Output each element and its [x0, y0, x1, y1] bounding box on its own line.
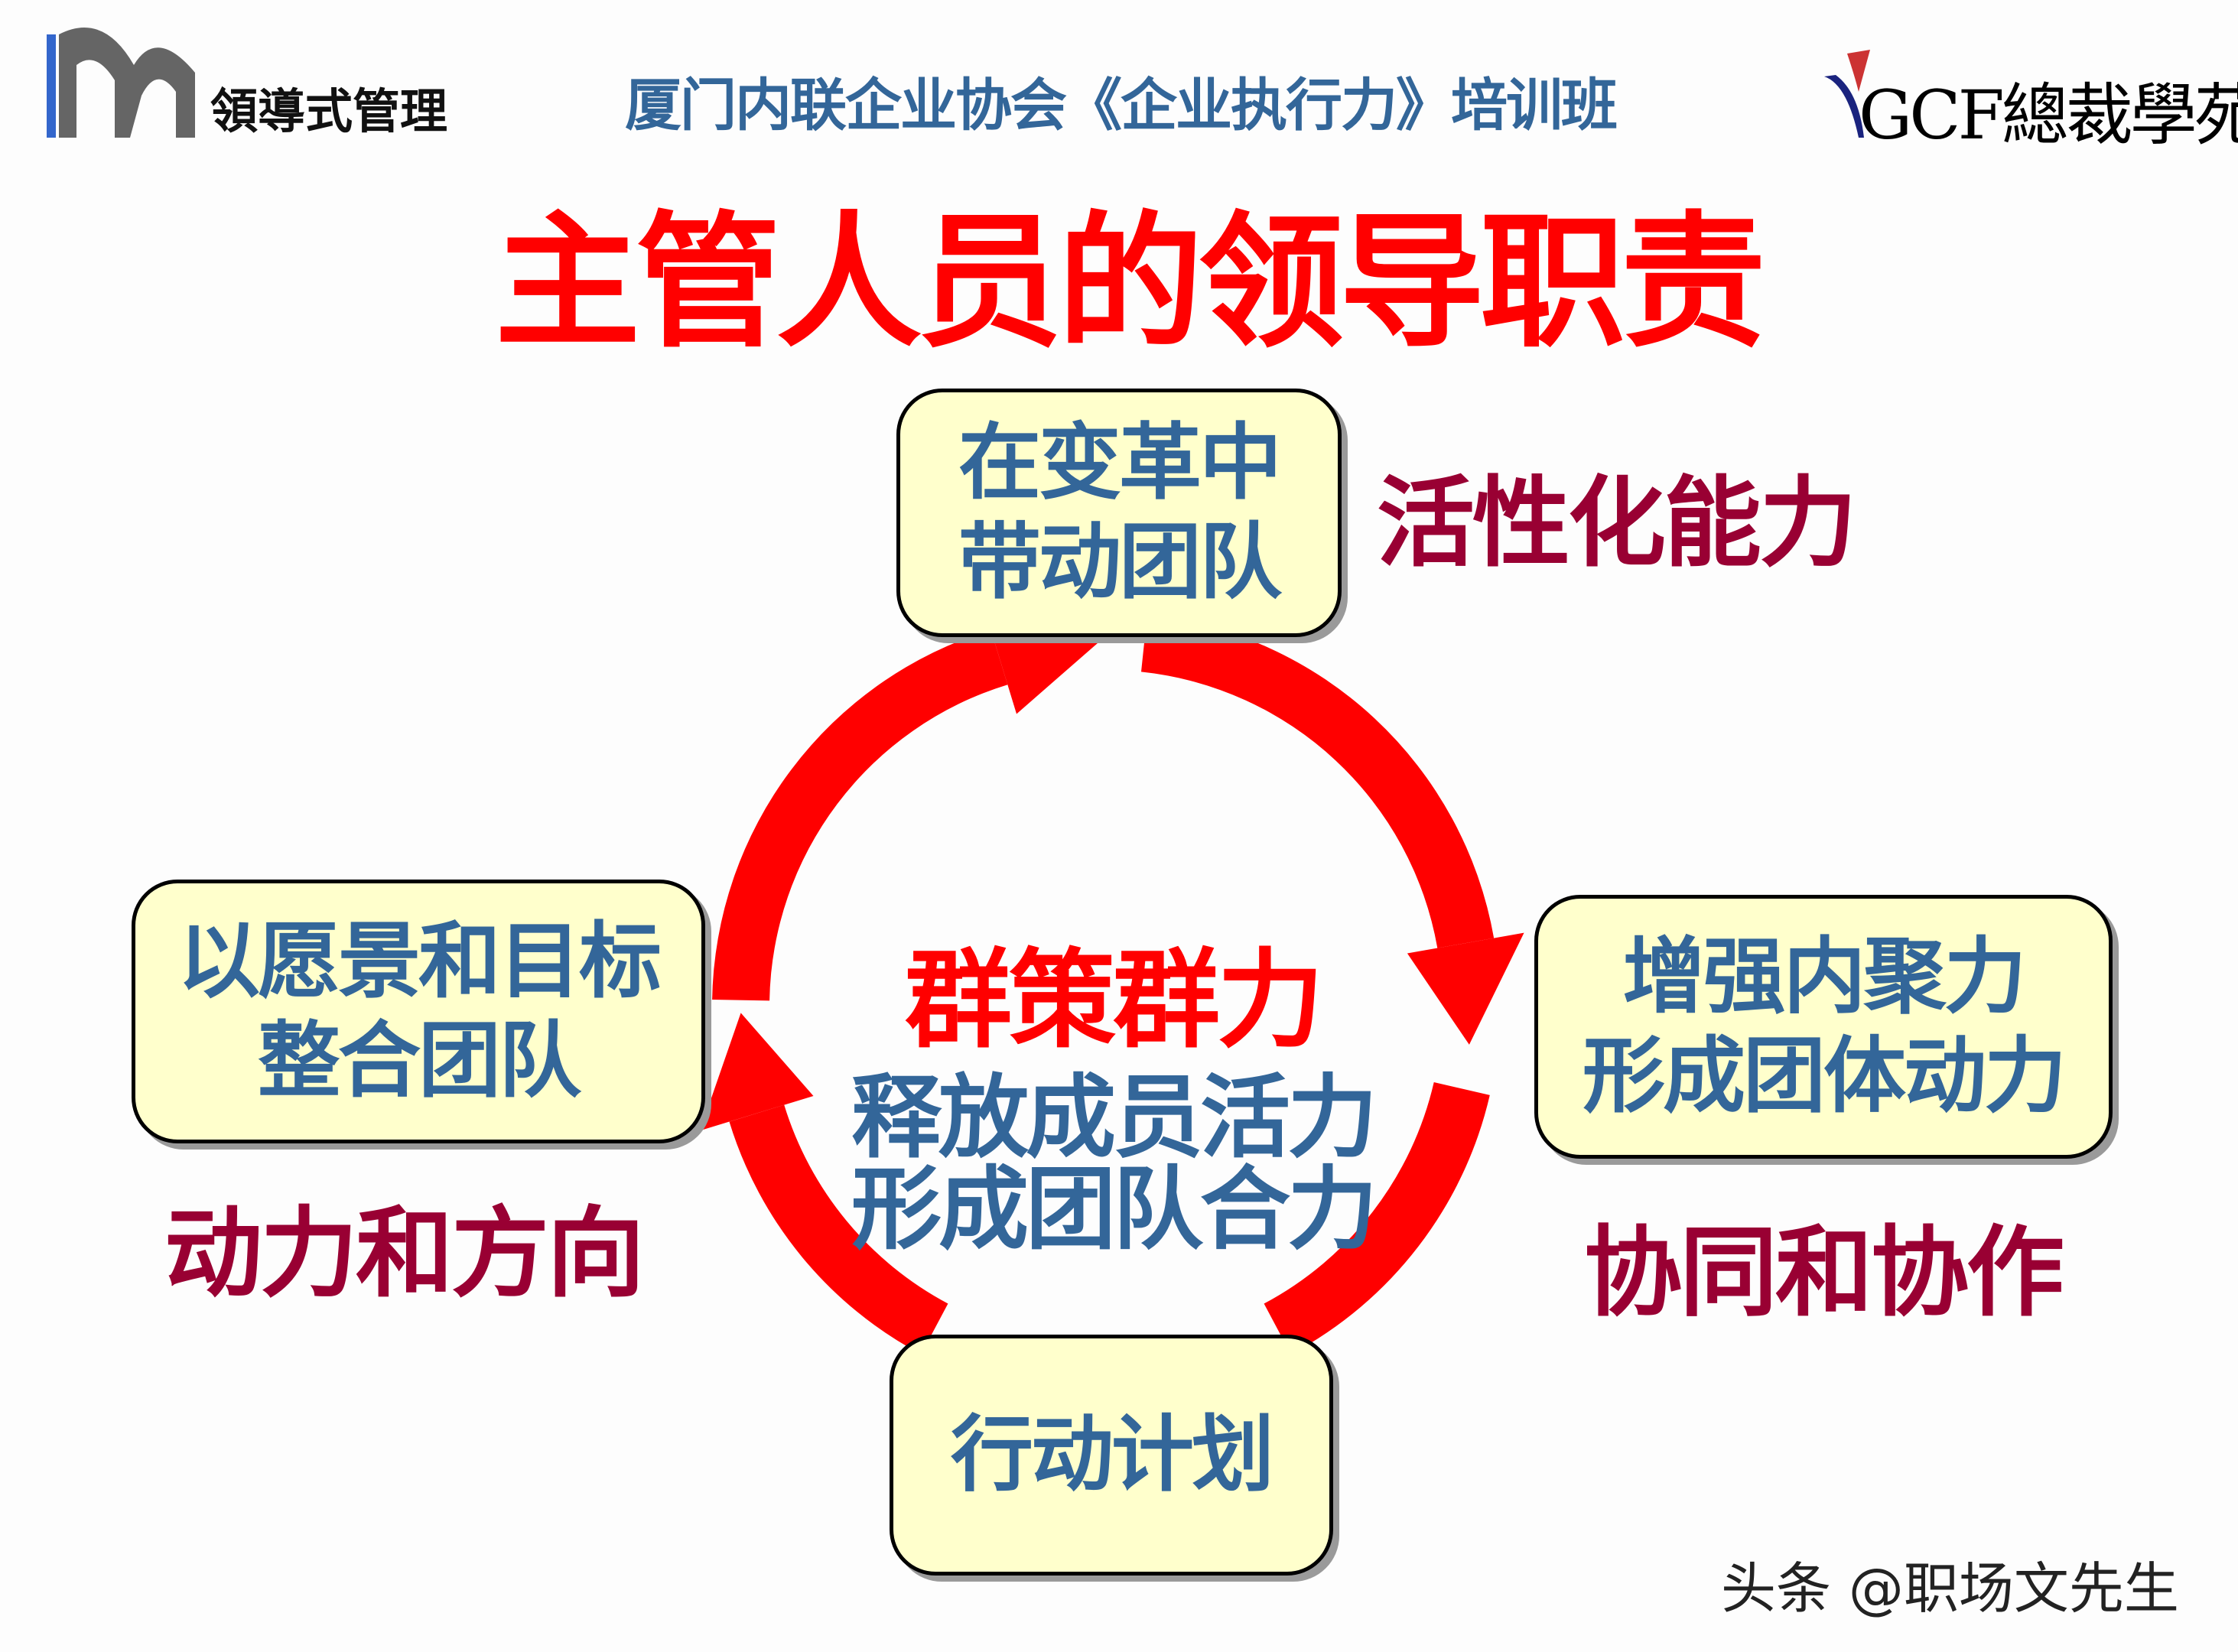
box-left: 以愿景和目标 整合团队 [132, 880, 705, 1143]
arrow-bottom-left-head-icon [700, 1013, 814, 1131]
label-top: 活性化能力 [1377, 467, 1857, 580]
arrow-bottom-left [729, 1104, 948, 1354]
gcf-swoosh-icon [1824, 50, 1870, 138]
box-bottom: 行动计划 [890, 1335, 1333, 1576]
center-line3: 形成团队合力 [851, 1156, 1378, 1262]
lm-logo-icon [47, 28, 195, 138]
arrow-top-right-head-icon [1407, 932, 1524, 1045]
box-top-line2: 带动团队 [958, 514, 1282, 610]
box-left-line2: 整合团队 [257, 1013, 581, 1109]
right-logo-text: GCF總裁學苑 [1859, 76, 2238, 154]
arc-right-bottom [1264, 1081, 1490, 1354]
label-left: 动力和方向 [164, 1197, 645, 1311]
center-line1: 群策群力 [904, 938, 1324, 1063]
left-logo: 領導式管理 [42, 19, 455, 141]
box-left-line1: 以愿景和目标 [177, 913, 662, 1010]
label-right: 协同和协作 [1584, 1216, 2064, 1330]
box-right: 增强内聚力 形成团体动力 [1534, 895, 2113, 1159]
center-line2: 释放成员活力 [851, 1065, 1378, 1170]
left-logo-text: 領導式管理 [210, 83, 448, 139]
right-logo: GCF總裁學苑 [1817, 46, 2238, 154]
header-title: 厦门内联企业协会《企业执行力》培训班 [625, 73, 1618, 138]
box-top: 在变革中 带动团队 [896, 389, 1342, 637]
box-bottom-line1: 行动计划 [950, 1406, 1274, 1503]
box-top-line1: 在变革中 [958, 415, 1282, 511]
watermark: 头条 @职场文先生 [1721, 1556, 2179, 1621]
box-right-line2: 形成团体动力 [1582, 1028, 2067, 1124]
main-title: 主管人员的领导职责 [494, 198, 1766, 367]
arrow-left-top [712, 629, 1008, 1001]
box-right-line1: 增强内聚力 [1622, 928, 2026, 1025]
arrow-top-right [1140, 614, 1495, 948]
